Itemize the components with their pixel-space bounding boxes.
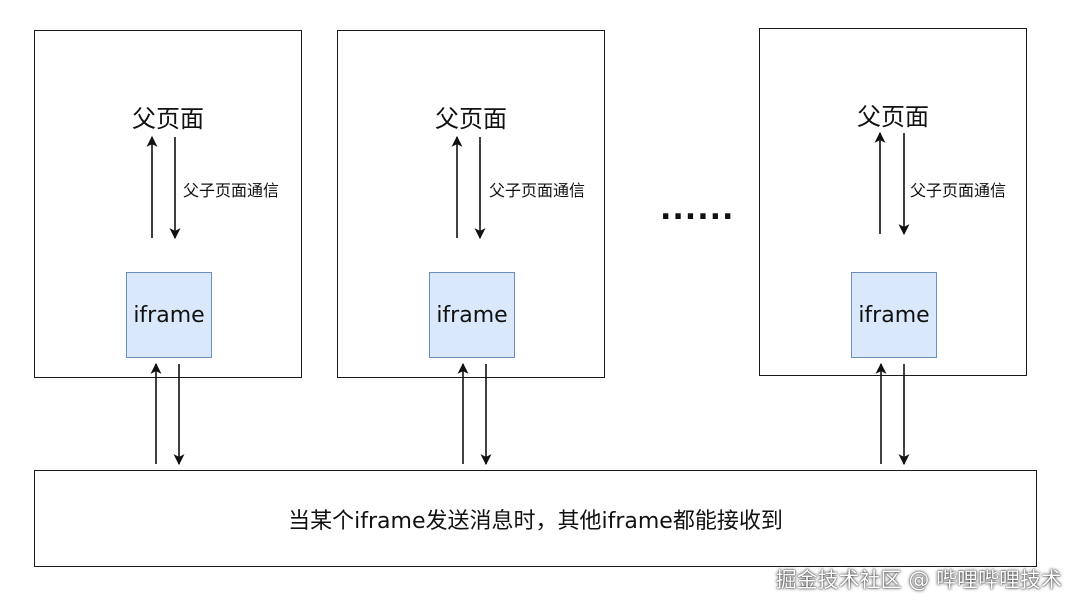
watermark: 掘金技术社区 @ 哔哩哔哩技术 (775, 568, 1062, 592)
iframe-box-1: iframe (126, 272, 212, 358)
broadcast-box: 当某个iframe发送消息时，其他iframe都能接收到 (34, 470, 1037, 567)
comm-label-3: 父子页面通信 (910, 181, 1007, 200)
parent-page-title-2: 父页面 (435, 105, 507, 133)
parent-page-box-3: 父页面 父子页面通信 iframe (759, 28, 1027, 376)
iframe-box-2: iframe (429, 272, 515, 358)
parent-page-box-2: 父页面 父子页面通信 iframe (337, 30, 605, 378)
iframe-label-1: iframe (133, 302, 205, 328)
parent-page-title-1: 父页面 (132, 105, 204, 133)
comm-label-1: 父子页面通信 (183, 181, 280, 200)
iframe-box-3: iframe (851, 272, 937, 358)
ellipsis: ...... (660, 192, 735, 227)
iframe-label-3: iframe (858, 302, 930, 328)
parent-page-box-1: 父页面 父子页面通信 iframe (34, 30, 302, 378)
parent-page-title-3: 父页面 (857, 103, 929, 131)
comm-label-2: 父子页面通信 (489, 181, 586, 200)
iframe-label-2: iframe (436, 302, 508, 328)
broadcast-text: 当某个iframe发送消息时，其他iframe都能接收到 (288, 508, 783, 534)
